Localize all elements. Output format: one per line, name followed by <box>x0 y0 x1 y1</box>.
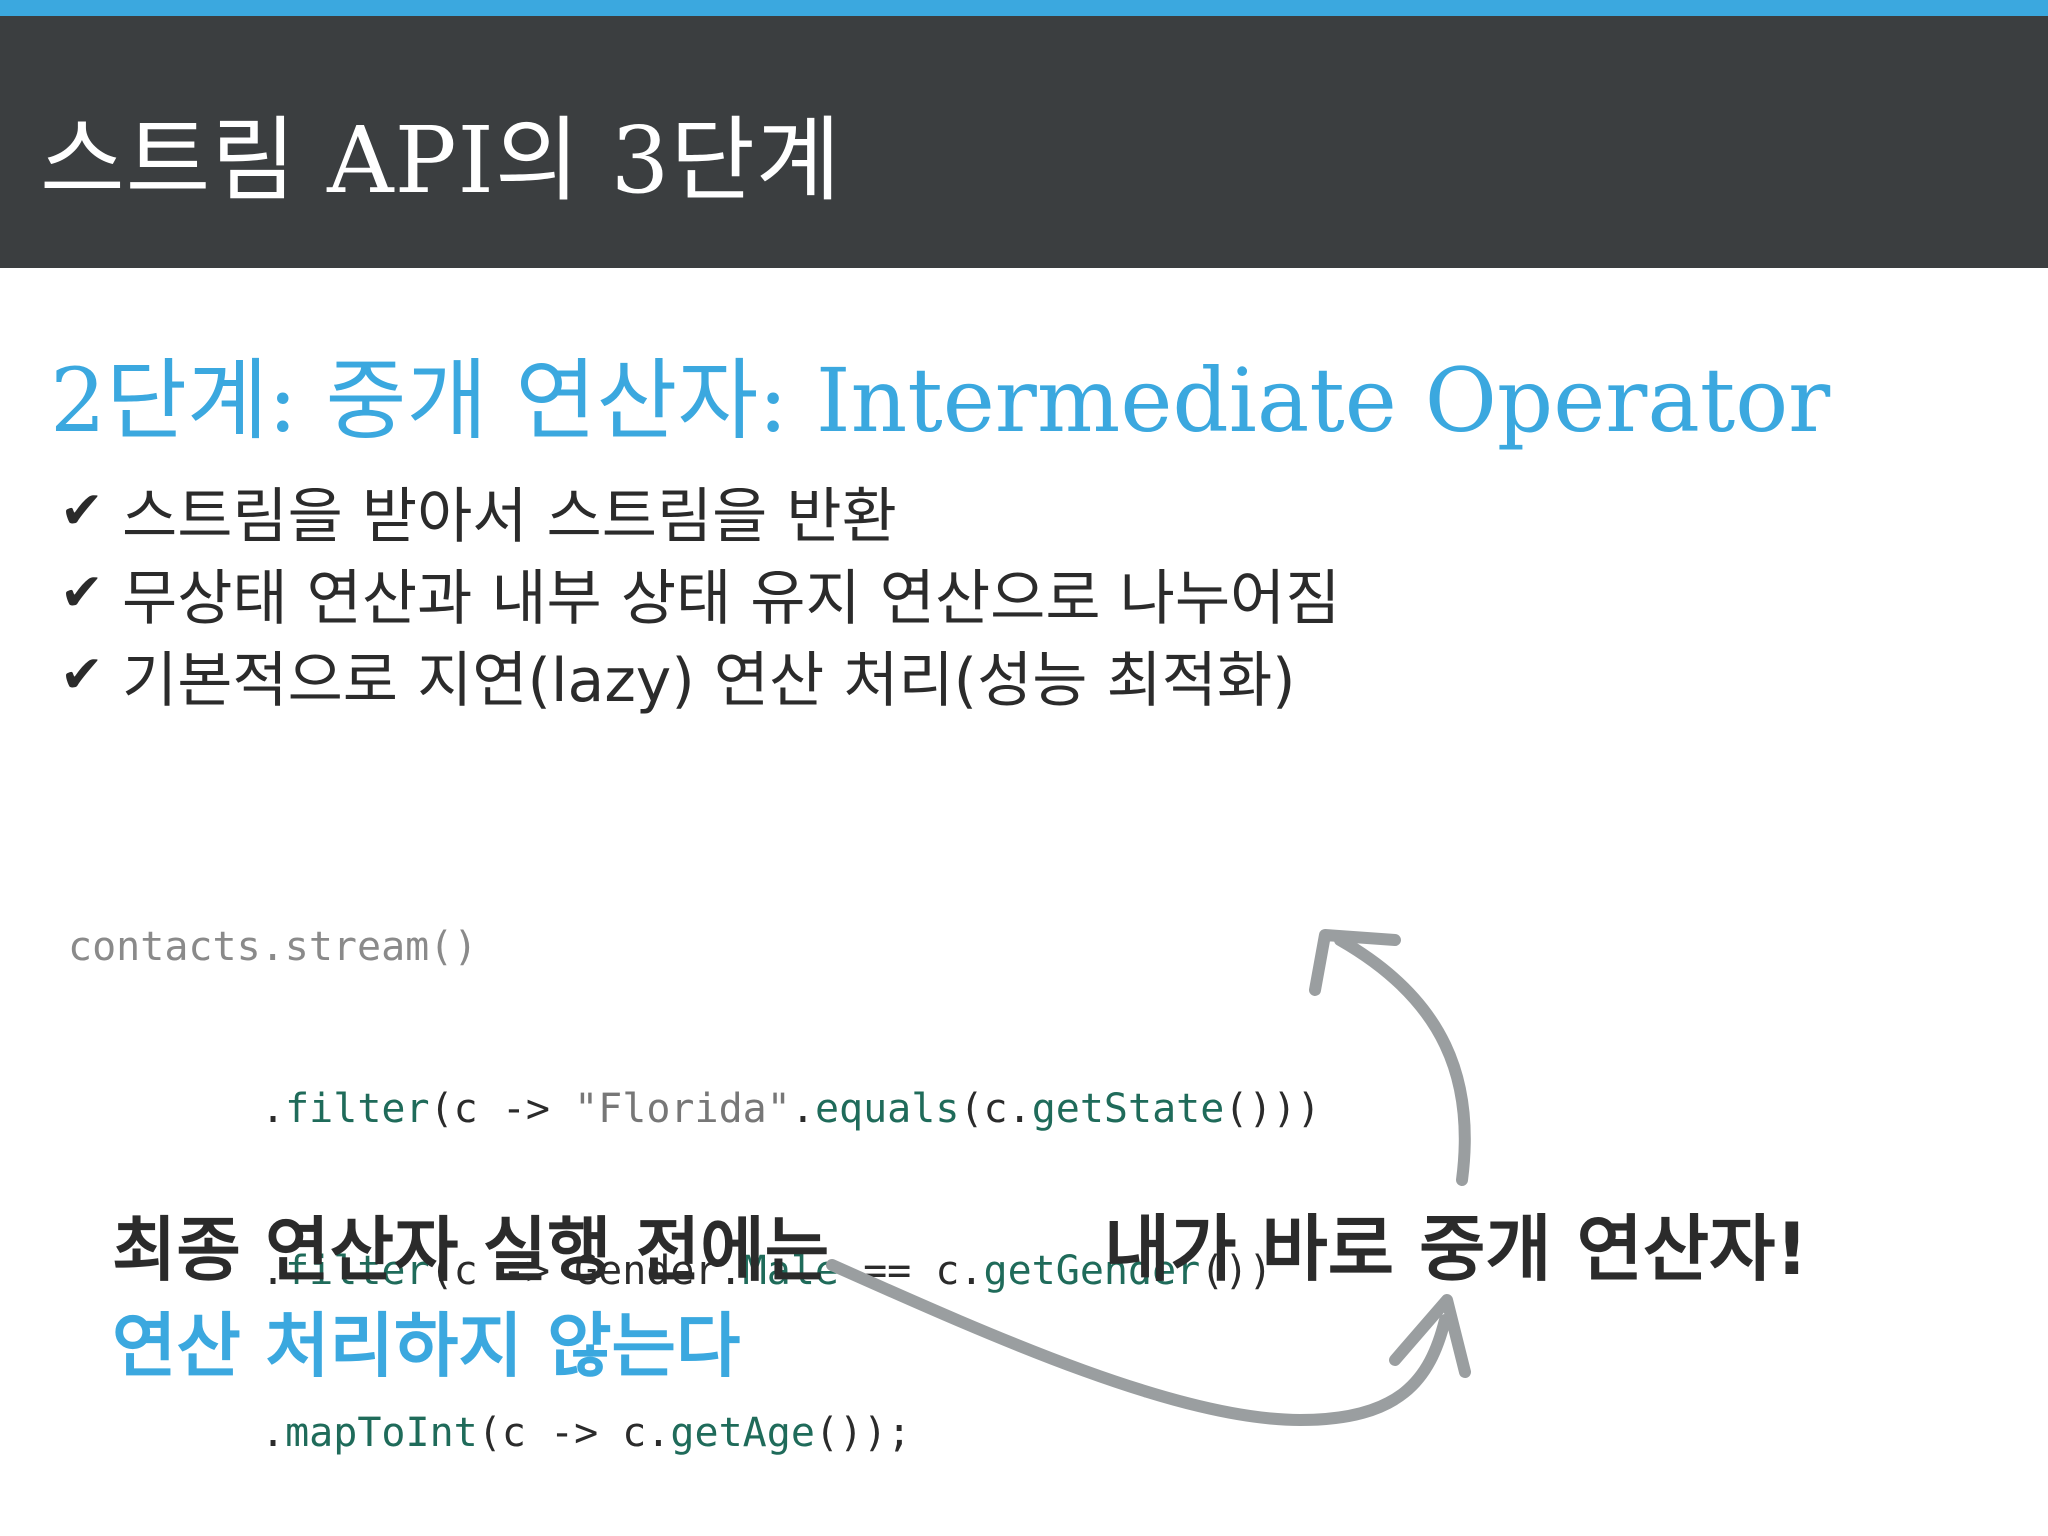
code-method: filter <box>285 1248 430 1294</box>
code-token: ())) <box>1224 1086 1321 1132</box>
lazy-note-line-1: 최종 연산자 실행 전에는 <box>112 1209 830 1291</box>
lazy-note: 최종 연산자 실행 전에는 연산 처리하지 않는다 <box>112 1202 829 1394</box>
code-method: getAge <box>670 1410 815 1456</box>
check-icon: ✔ <box>60 645 104 705</box>
bullet-item: ✔ 무상태 연산과 내부 상태 유지 연산으로 나누어짐 <box>60 552 1340 634</box>
code-field: Male <box>742 1248 839 1294</box>
code-method: mapToInt <box>285 1410 478 1456</box>
bullet-item: ✔ 스트림을 받아서 스트림을 반환 <box>60 470 1340 552</box>
check-icon: ✔ <box>60 481 104 541</box>
bullet-list: ✔ 스트림을 받아서 스트림을 반환 ✔ 무상태 연산과 내부 상태 유지 연산… <box>60 470 1340 716</box>
code-token: ()); <box>814 1410 912 1456</box>
code-line-1: contacts.stream() <box>68 924 478 970</box>
top-accent-bar <box>0 0 2048 16</box>
bullet-item: ✔ 기본적으로 지연(lazy) 연산 처리(성능 최적화) <box>60 634 1340 716</box>
slide-header: 스트림 API의 3단계 <box>0 16 2048 268</box>
code-token: . <box>261 1410 286 1456</box>
code-string: "Florida" <box>574 1086 791 1132</box>
code-block: contacts.stream() .filter(c -> "Florida"… <box>68 812 1321 1514</box>
code-token: . <box>790 1086 815 1132</box>
code-method: filter <box>285 1086 430 1132</box>
code-token: . <box>261 1248 286 1294</box>
slide-title: 스트림 API의 3단계 <box>40 107 842 214</box>
code-line-4: .mapToInt(c -> c.getAge()); <box>68 1406 1321 1460</box>
bullet-text: 기본적으로 지연(lazy) 연산 처리(성능 최적화) <box>122 645 1296 716</box>
code-token: . <box>261 1086 286 1132</box>
code-token: (c -> c. <box>477 1410 671 1456</box>
code-token: (c -> <box>429 1086 575 1132</box>
intermediate-callout: 내가 바로 중개 연산자! <box>1104 1207 1809 1291</box>
lazy-note-line-2: 연산 처리하지 않는다 <box>112 1305 741 1387</box>
code-token: (c. <box>959 1086 1032 1132</box>
code-method: getState <box>1031 1086 1225 1132</box>
code-line-2: .filter(c -> "Florida".equals(c.getState… <box>68 1082 1321 1136</box>
bullet-text: 스트림을 받아서 스트림을 반환 <box>122 481 897 552</box>
check-icon: ✔ <box>60 563 104 623</box>
section-heading: 2단계: 중개 연산자: Intermediate Operator <box>50 349 1831 452</box>
code-method: equals <box>814 1086 960 1132</box>
code-token: == c. <box>839 1248 984 1294</box>
code-token: (c -> Gender. <box>429 1248 743 1294</box>
bullet-text: 무상태 연산과 내부 상태 유지 연산으로 나누어짐 <box>122 563 1341 634</box>
